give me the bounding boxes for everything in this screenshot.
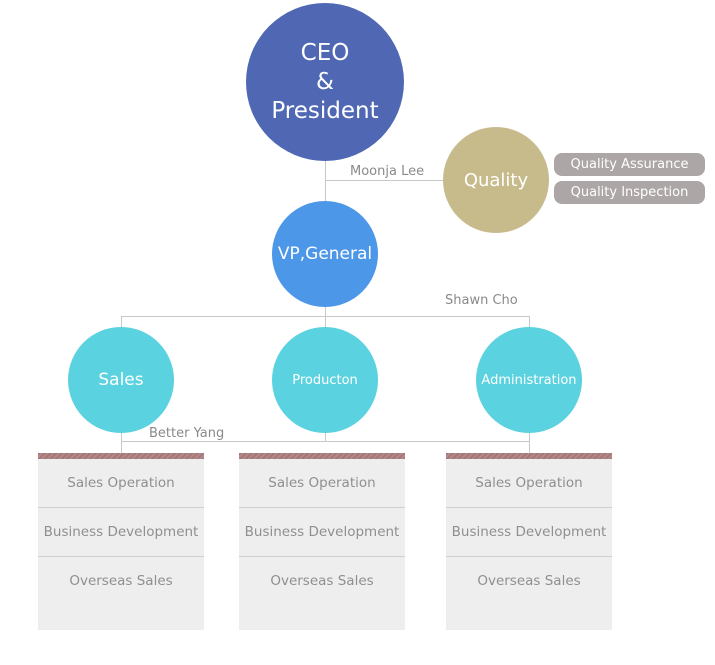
vp-label: VP,General xyxy=(277,244,373,264)
sales-head-name: Better Yang xyxy=(149,426,225,441)
team-item[interactable]: Overseas Sales xyxy=(270,573,374,589)
dept-label: Sales xyxy=(98,370,144,390)
quality-label: Quality xyxy=(463,169,529,191)
team-item[interactable]: Business Development xyxy=(239,508,405,557)
team-item[interactable]: Sales Operation xyxy=(446,459,612,508)
connector xyxy=(121,441,530,442)
ceo-title-line: & xyxy=(316,68,334,95)
box-header xyxy=(38,453,204,459)
connector xyxy=(325,180,445,181)
box-header xyxy=(239,453,405,459)
quality-inspection-item[interactable]: Quality Inspection xyxy=(554,181,705,204)
vp-name: Shawn Cho xyxy=(445,293,518,308)
dept-label: Administration xyxy=(481,372,577,388)
sales-team-box: Sales Operation Business Development Ove… xyxy=(38,453,204,630)
ceo-title-line: CEO xyxy=(300,39,350,66)
team-item[interactable]: Sales Operation xyxy=(239,459,405,508)
connector xyxy=(325,431,326,441)
vp-node[interactable]: VP,General xyxy=(272,201,378,307)
dept-label: Producton xyxy=(292,372,358,388)
team-item[interactable]: Overseas Sales xyxy=(477,573,581,589)
team-item[interactable]: Sales Operation xyxy=(38,459,204,508)
connector xyxy=(121,316,122,328)
team-item[interactable]: Business Development xyxy=(38,508,204,557)
ceo-node[interactable]: CEO & President xyxy=(246,3,404,161)
dept-sales-node[interactable]: Sales xyxy=(68,327,174,433)
team-item[interactable]: Overseas Sales xyxy=(69,573,173,589)
box-header xyxy=(446,453,612,459)
connector xyxy=(121,316,530,317)
quality-node[interactable]: Quality xyxy=(443,127,549,233)
ceo-name: Moonja Lee xyxy=(350,164,425,179)
connector xyxy=(325,160,326,202)
production-team-box: Sales Operation Business Development Ove… xyxy=(239,453,405,630)
connector xyxy=(529,316,530,328)
dept-production-node[interactable]: Producton xyxy=(272,327,378,433)
team-item[interactable]: Business Development xyxy=(446,508,612,557)
connector xyxy=(529,431,530,453)
quality-assurance-item[interactable]: Quality Assurance xyxy=(554,153,705,176)
ceo-title-line: President xyxy=(271,97,379,124)
dept-administration-node[interactable]: Administration xyxy=(476,327,582,433)
connector xyxy=(121,431,122,453)
administration-team-box: Sales Operation Business Development Ove… xyxy=(446,453,612,630)
